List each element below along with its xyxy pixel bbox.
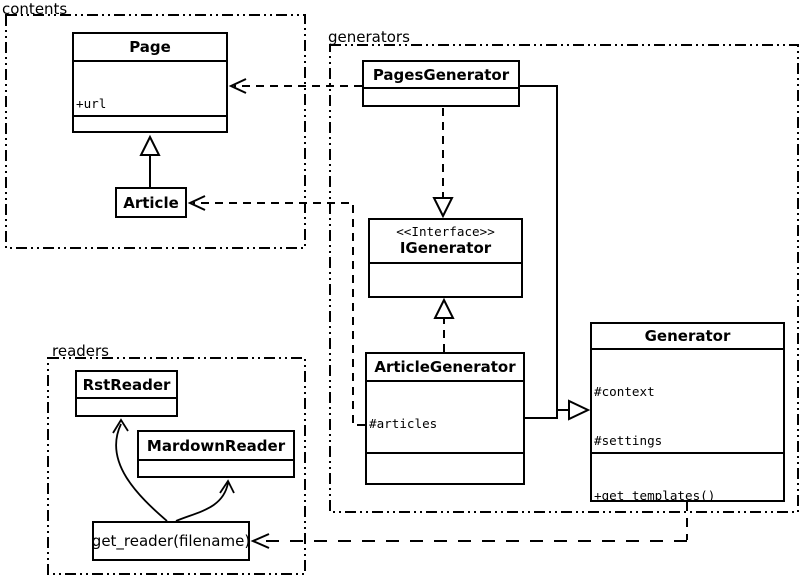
class-pagesgenerator: PagesGenerator #pages <box>362 60 520 107</box>
open-arrowhead-mardownreader <box>219 479 235 494</box>
class-articlegenerator: ArticleGenerator #articles #dates #tags … <box>365 352 525 485</box>
class-rstreader: RstReader +read() <box>75 370 178 417</box>
open-arrowhead-article <box>187 195 206 211</box>
class-article-title: Article <box>123 193 179 212</box>
attribute: +url <box>76 96 107 111</box>
package-label-contents: contents <box>2 0 68 18</box>
class-mardownreader: MardownReader +read() <box>137 430 295 478</box>
package-contents-border <box>5 14 306 249</box>
function-get-reader: get_reader(filename) <box>92 521 250 561</box>
edge-getreader-to-rstreader-curve <box>115 423 168 522</box>
class-page: Page +url +slug +summary +check_properti… <box>72 32 228 133</box>
class-generator-methods: +get_templates() +get_files(path,exclude… <box>592 452 783 500</box>
package-generators-border <box>329 44 799 513</box>
package-label-generators: generators <box>328 28 410 46</box>
class-article: Article <box>115 187 187 218</box>
class-page-title: Page <box>74 34 226 62</box>
class-mardownreader-methods: +read() <box>139 461 293 476</box>
attribute: #articles <box>369 416 438 431</box>
class-generator-title: Generator <box>592 324 783 350</box>
class-page-attributes: +url +slug +summary <box>74 62 226 115</box>
generalization-triangle-generator <box>568 399 591 421</box>
class-mardownreader-title: MardownReader <box>139 432 293 461</box>
class-articlegenerator-methods: +generate_feeds() +generate_pages() <box>367 452 523 483</box>
class-rstreader-title: RstReader <box>77 372 176 399</box>
edge-articlegenerator-to-article-line <box>193 202 365 426</box>
realization-triangle-igenerator-bottom <box>433 297 455 319</box>
interface-stereotype: <<Interface>> <box>396 224 495 239</box>
generalization-triangle-page <box>139 134 161 156</box>
package-label-readers: readers <box>52 342 109 360</box>
realization-triangle-igenerator-top <box>432 197 454 219</box>
class-igenerator-title: <<Interface>> IGenerator <box>370 220 521 264</box>
open-arrowhead-page <box>228 78 247 94</box>
open-arrowhead-rstreader <box>112 418 129 434</box>
class-generator: Generator #context #settings #path #them… <box>590 322 785 502</box>
class-igenerator-methods: +generate_context() +generate_output() <box>370 264 521 296</box>
class-articlegenerator-attributes: #articles #dates #tags #categories <box>367 382 523 452</box>
attribute: #context <box>594 384 655 400</box>
edge-pagesgenerator-to-generator-line <box>520 85 569 411</box>
class-rstreader-methods: +read() <box>77 399 176 415</box>
method: +get_templates() <box>594 488 716 500</box>
class-page-methods: +check_properties() <box>74 115 226 131</box>
class-generator-attributes: #context #settings #path #theme #output_… <box>592 350 783 452</box>
class-igenerator-name: IGenerator <box>399 239 492 257</box>
open-arrowhead-getreader <box>250 533 270 549</box>
class-igenerator: <<Interface>> IGenerator +generate_conte… <box>368 218 523 298</box>
edge-getreader-to-mardownreader-curve <box>175 482 229 522</box>
class-pagesgenerator-attributes: #pages <box>364 89 518 105</box>
edge-articlegenerator-to-generator-line <box>525 410 558 419</box>
class-articlegenerator-title: ArticleGenerator <box>367 354 523 382</box>
package-readers-border <box>47 357 306 575</box>
class-pagesgenerator-title: PagesGenerator <box>364 62 518 89</box>
attribute: #settings <box>594 433 663 449</box>
